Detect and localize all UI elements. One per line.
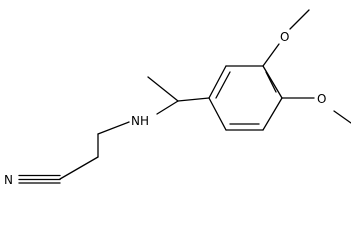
benzene-ring — [208, 65, 283, 131]
nitrile-nitrogen-label: N — [4, 173, 13, 184]
bond-nh-ch — [156, 100, 179, 115]
bond-o-methyl-right — [333, 110, 351, 124]
bond-ch-methyl — [147, 76, 179, 102]
structure-diagram: N NH O O — [4, 9, 351, 184]
bond-o-methyl-top — [289, 9, 310, 30]
amine-label: NH — [131, 114, 149, 128]
bond-ch2-nh — [97, 121, 130, 135]
bond-ring-o-top — [262, 43, 280, 67]
bond-c-ch2 — [59, 156, 99, 180]
nitrile-triple-bond — [18, 174, 61, 184]
methoxy-oxygen-top-label: O — [280, 30, 289, 44]
molecule-drawing: N NH O O — [4, 9, 351, 184]
bond-ch-ring — [177, 97, 210, 102]
methoxy-oxygen-right-label: O — [317, 92, 326, 106]
